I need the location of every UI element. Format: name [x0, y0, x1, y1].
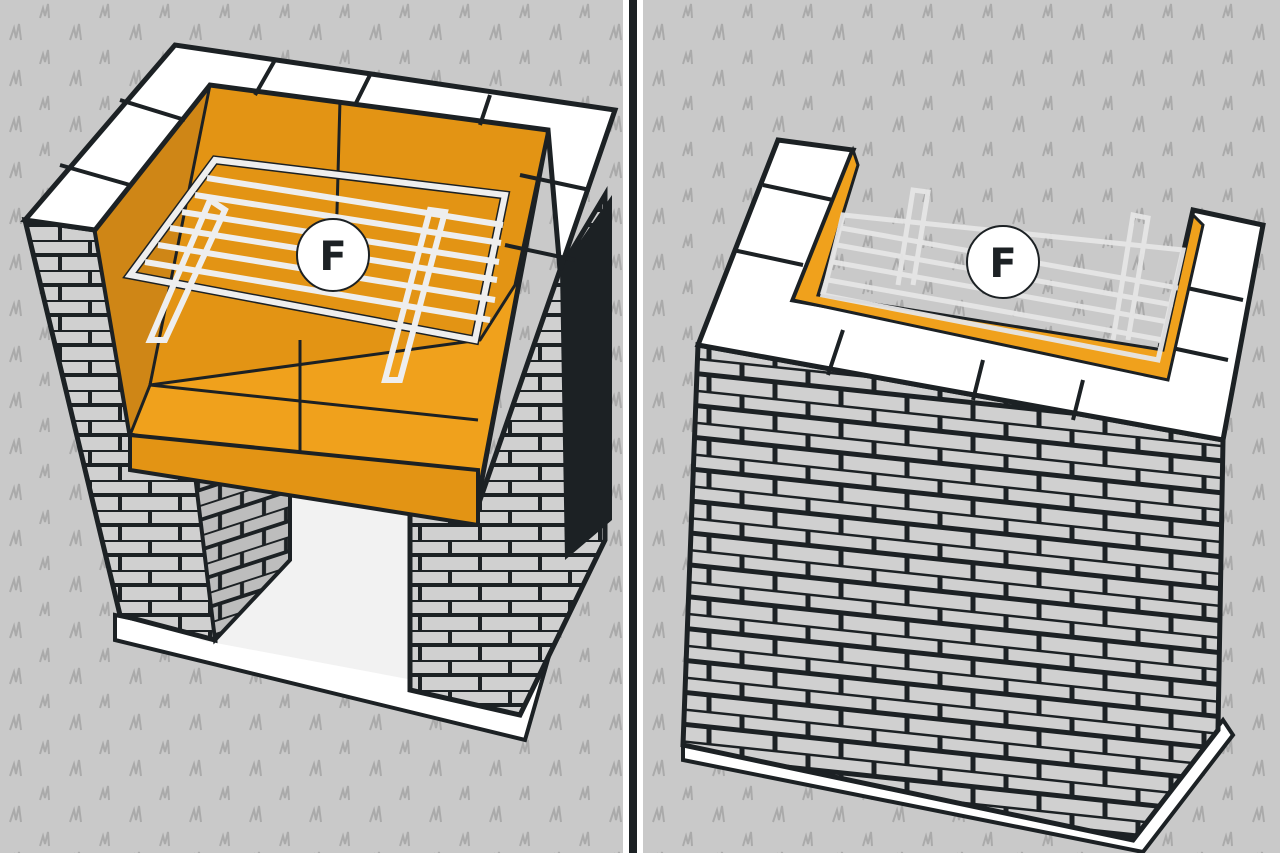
grill-grate: [819, 187, 1187, 363]
grill-label-circle: [296, 218, 370, 292]
firebrick-rim: [790, 145, 1205, 382]
top-cap: [20, 42, 619, 271]
left-panel: F: [0, 0, 623, 853]
brick-barbecue-open-front-icon: F: [0, 0, 623, 853]
brick-barbecue-closed-icon: F: [643, 0, 1280, 853]
right-pillar-shadow: [560, 195, 612, 560]
grill-label-circle: [966, 225, 1040, 299]
grill-label: F: [319, 234, 346, 280]
grill-label: F: [989, 241, 1016, 287]
panel-divider: [623, 0, 643, 853]
firebrick-front-lip: [128, 432, 480, 528]
firebrick-joints: [129, 99, 479, 472]
top-cap-joints: [59, 59, 591, 262]
right-panel: F: [643, 0, 1280, 853]
top-cap-joints: [732, 183, 1244, 421]
